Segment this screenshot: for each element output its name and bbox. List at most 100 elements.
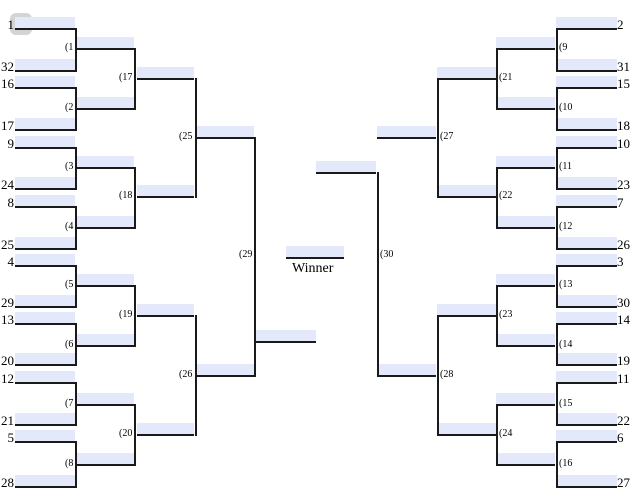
bracket-slot-r2[interactable]	[496, 274, 555, 287]
bracket-slot-r2[interactable]	[496, 37, 555, 50]
bracket-slot-r2[interactable]	[77, 393, 134, 406]
bracket-slot-r1[interactable]	[15, 237, 75, 250]
bracket-slot-r1[interactable]	[556, 118, 617, 131]
bracket-slot-r1[interactable]	[556, 371, 617, 384]
bracket-slot-r3[interactable]	[137, 185, 194, 198]
seed-label: 27	[617, 475, 630, 490]
bracket-slot-r3[interactable]	[437, 423, 496, 436]
bracket-slot-r3[interactable]	[137, 67, 194, 80]
bracket-slot-r1[interactable]	[556, 195, 617, 208]
bracket-slot-r1[interactable]	[15, 76, 75, 89]
bracket-slot-r1[interactable]	[15, 430, 75, 443]
bracket-slot-r1[interactable]	[15, 295, 75, 308]
game-number: (7	[65, 398, 74, 409]
seed-label: 26	[617, 237, 630, 252]
bracket-slot-r1[interactable]	[556, 17, 617, 30]
bracket-slot-r1[interactable]	[556, 59, 617, 72]
bracket-connector	[134, 285, 136, 347]
bracket-connector	[556, 28, 558, 72]
bracket-connector	[556, 206, 558, 250]
bracket-slot-r3[interactable]	[137, 304, 194, 317]
bracket-slot-r1[interactable]	[15, 312, 75, 325]
game-number: (27	[440, 131, 454, 142]
bracket-slot-r4[interactable]	[377, 126, 436, 139]
bracket-slot-r3[interactable]	[137, 423, 194, 436]
seed-label: 20	[1, 353, 14, 368]
game-number: (4	[65, 221, 74, 232]
bracket-slot-r2[interactable]	[77, 156, 134, 169]
game-number: (15	[559, 398, 573, 409]
bracket-slot-r1[interactable]	[15, 413, 75, 426]
bracket-slot-r1[interactable]	[556, 413, 617, 426]
bracket-slot-r1[interactable]	[15, 118, 75, 131]
bracket-slot-r1[interactable]	[15, 136, 75, 149]
bracket-slot-r2[interactable]	[77, 334, 134, 347]
bracket-slot-r4[interactable]	[377, 364, 436, 377]
bracket-slot-r1[interactable]	[556, 353, 617, 366]
bracket-slot-r1[interactable]	[15, 475, 75, 488]
bracket-slot-r1[interactable]	[556, 136, 617, 149]
bracket-slot-r2[interactable]	[77, 37, 134, 50]
bracket-slot-r1[interactable]	[15, 353, 75, 366]
bracket-slot-r1[interactable]	[15, 59, 75, 72]
bracket-slot-r2[interactable]	[496, 97, 555, 110]
bracket-slot-r1[interactable]	[556, 237, 617, 250]
bracket-slot-r3[interactable]	[437, 185, 496, 198]
game-number: (20	[119, 428, 133, 439]
bracket-slot-r1[interactable]	[556, 295, 617, 308]
bracket-slot-r1[interactable]	[15, 254, 75, 267]
winner-label: Winner	[292, 261, 334, 276]
bracket-slot-r1[interactable]	[556, 177, 617, 190]
bracket-slot-final-right[interactable]	[316, 161, 376, 174]
bracket-slot-r4[interactable]	[197, 126, 254, 139]
bracket-slot-r3[interactable]	[437, 67, 496, 80]
seed-label: 7	[617, 195, 624, 210]
bracket-slot-r2[interactable]	[77, 97, 134, 110]
bracket-slot-r1[interactable]	[15, 17, 75, 30]
game-number: (22	[499, 190, 513, 201]
bracket-slot-final-left[interactable]	[256, 330, 316, 343]
seed-label: 30	[617, 295, 630, 310]
bracket-slot-r1[interactable]	[556, 312, 617, 325]
game-number: (9	[559, 42, 568, 53]
bracket-connector	[134, 404, 136, 466]
bracket-slot-r2[interactable]	[77, 453, 134, 466]
bracket-connector	[556, 441, 558, 488]
game-number: (6	[65, 339, 74, 350]
seed-label: 14	[617, 312, 630, 327]
bracket-slot-r2[interactable]	[496, 216, 555, 229]
bracket-connector	[496, 285, 498, 347]
bracket-slot-r2[interactable]	[496, 453, 555, 466]
bracket-connector	[437, 315, 439, 436]
bracket-slot-r1[interactable]	[15, 177, 75, 190]
seed-label: 12	[1, 371, 14, 386]
bracket-connector	[75, 206, 77, 250]
bracket-slot-r2[interactable]	[496, 156, 555, 169]
bracket-connector	[75, 441, 77, 488]
bracket-slot-r1[interactable]	[15, 195, 75, 208]
bracket-connector	[75, 323, 77, 366]
bracket-connector	[556, 323, 558, 366]
bracket-connector	[437, 78, 439, 198]
bracket-slot-r2[interactable]	[77, 274, 134, 287]
game-number: (17	[119, 72, 133, 83]
bracket-slot-r3[interactable]	[437, 304, 496, 317]
bracket-slot-r2[interactable]	[77, 216, 134, 229]
bracket-slot-r1[interactable]	[556, 430, 617, 443]
seed-label: 15	[617, 76, 630, 91]
winner-slot[interactable]	[286, 246, 344, 259]
bracket-connector	[254, 137, 256, 377]
bracket-slot-r1[interactable]	[556, 475, 617, 488]
game-number: (16	[559, 458, 573, 469]
bracket-slot-r1[interactable]	[15, 371, 75, 384]
bracket-slot-r2[interactable]	[496, 334, 555, 347]
seed-label: 1	[7, 17, 15, 32]
bracket-slot-r4[interactable]	[197, 364, 254, 377]
game-number: (23	[499, 309, 513, 320]
seed-label: 32	[1, 59, 14, 74]
bracket-slot-r1[interactable]	[556, 254, 617, 267]
bracket-slot-r2[interactable]	[496, 393, 555, 406]
bracket-slot-r1[interactable]	[556, 76, 617, 89]
seed-label: 8	[7, 195, 15, 210]
